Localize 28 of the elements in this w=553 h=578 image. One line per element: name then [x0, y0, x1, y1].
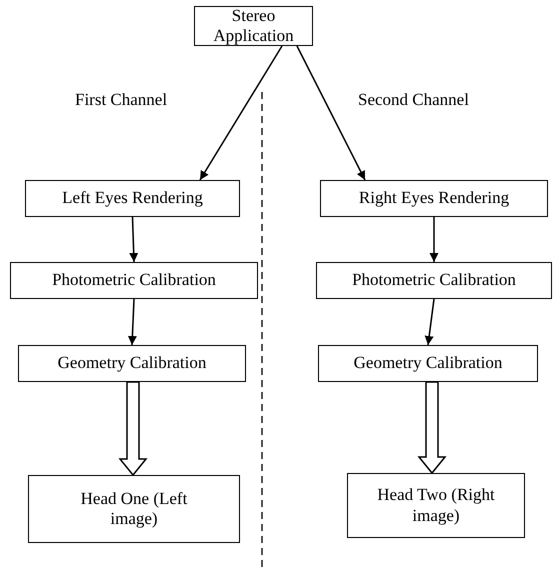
box-label: Right Eyes Rendering	[358, 188, 510, 209]
arrow	[199, 46, 283, 180]
channel-label: Second Channel	[358, 90, 469, 110]
process-box	[10, 262, 258, 299]
process-box	[318, 345, 538, 382]
box-label: Photometric Calibration	[52, 270, 216, 291]
arrow	[430, 217, 438, 262]
process-box	[18, 345, 246, 382]
arrow	[424, 298, 435, 346]
arrow	[296, 46, 366, 180]
process-box	[347, 473, 525, 538]
channel-label: First Channel	[75, 90, 168, 110]
arrow	[129, 216, 138, 262]
box-label: Head Two (Right image)	[376, 485, 496, 526]
process-box	[320, 180, 548, 217]
process-box	[28, 475, 240, 543]
hollow-arrow	[417, 381, 447, 474]
arrow	[128, 298, 137, 346]
process-box	[316, 262, 552, 299]
box-label: Stereo Application	[212, 6, 295, 46]
process-box	[25, 180, 240, 217]
hollow-arrow	[118, 381, 148, 476]
box-label: Head One (Left image)	[80, 488, 188, 530]
box-label: Geometry Calibration	[58, 353, 206, 374]
box-label: Photometric Calibration	[352, 270, 516, 291]
box-label: Geometry Calibration	[354, 353, 502, 374]
process-box	[194, 6, 313, 46]
box-label: Left Eyes Rendering	[62, 188, 203, 209]
